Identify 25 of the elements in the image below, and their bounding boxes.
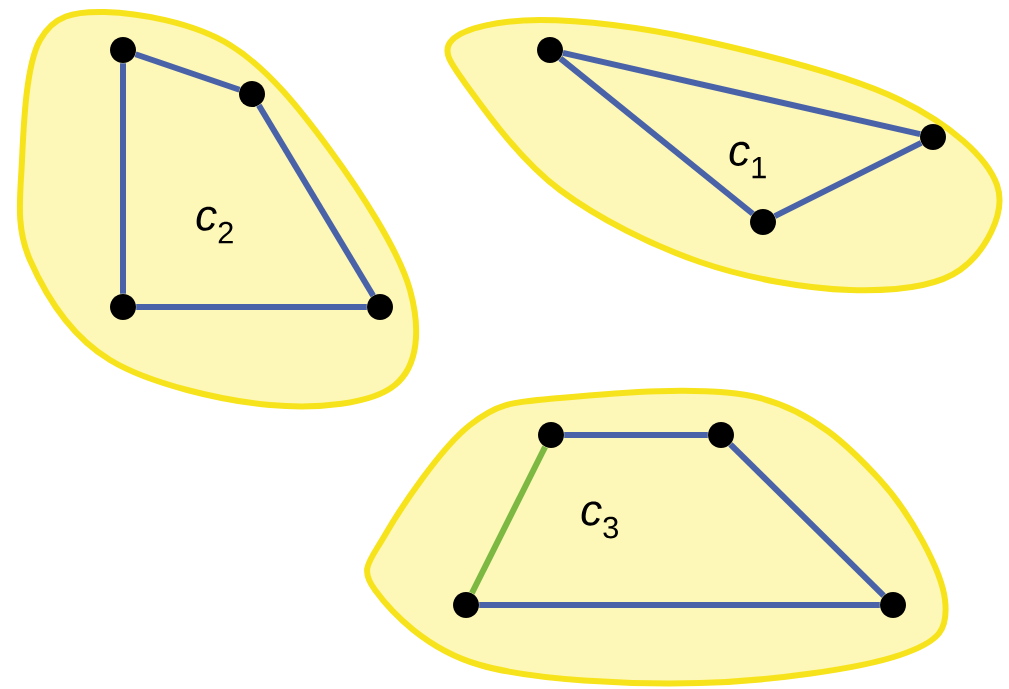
point-dot	[110, 294, 136, 320]
edge-line	[136, 304, 367, 310]
point-dot	[708, 422, 734, 448]
edge-line	[558, 55, 755, 217]
point-dot	[239, 81, 265, 107]
point-dot	[110, 37, 136, 63]
point-dot	[537, 37, 563, 63]
edge-line	[120, 63, 126, 294]
edge-line	[134, 51, 241, 93]
point-dot	[367, 294, 393, 320]
cluster-blob: c$_{3}$	[364, 387, 949, 687]
point-dot	[920, 124, 946, 150]
cluster-blob: c$_{2}$	[16, 8, 420, 410]
edge-line	[562, 50, 921, 137]
point-dot	[538, 422, 564, 448]
edge-line	[256, 103, 376, 298]
cluster-blob: c$_{1}$	[444, 17, 1003, 294]
edge-line	[728, 442, 886, 598]
edge-line	[564, 432, 708, 438]
edge-line	[773, 140, 923, 219]
edge-line	[479, 602, 880, 608]
point-dot	[453, 592, 479, 618]
edge-line	[469, 445, 548, 595]
point-dot	[750, 209, 776, 235]
point-dot	[880, 592, 906, 618]
